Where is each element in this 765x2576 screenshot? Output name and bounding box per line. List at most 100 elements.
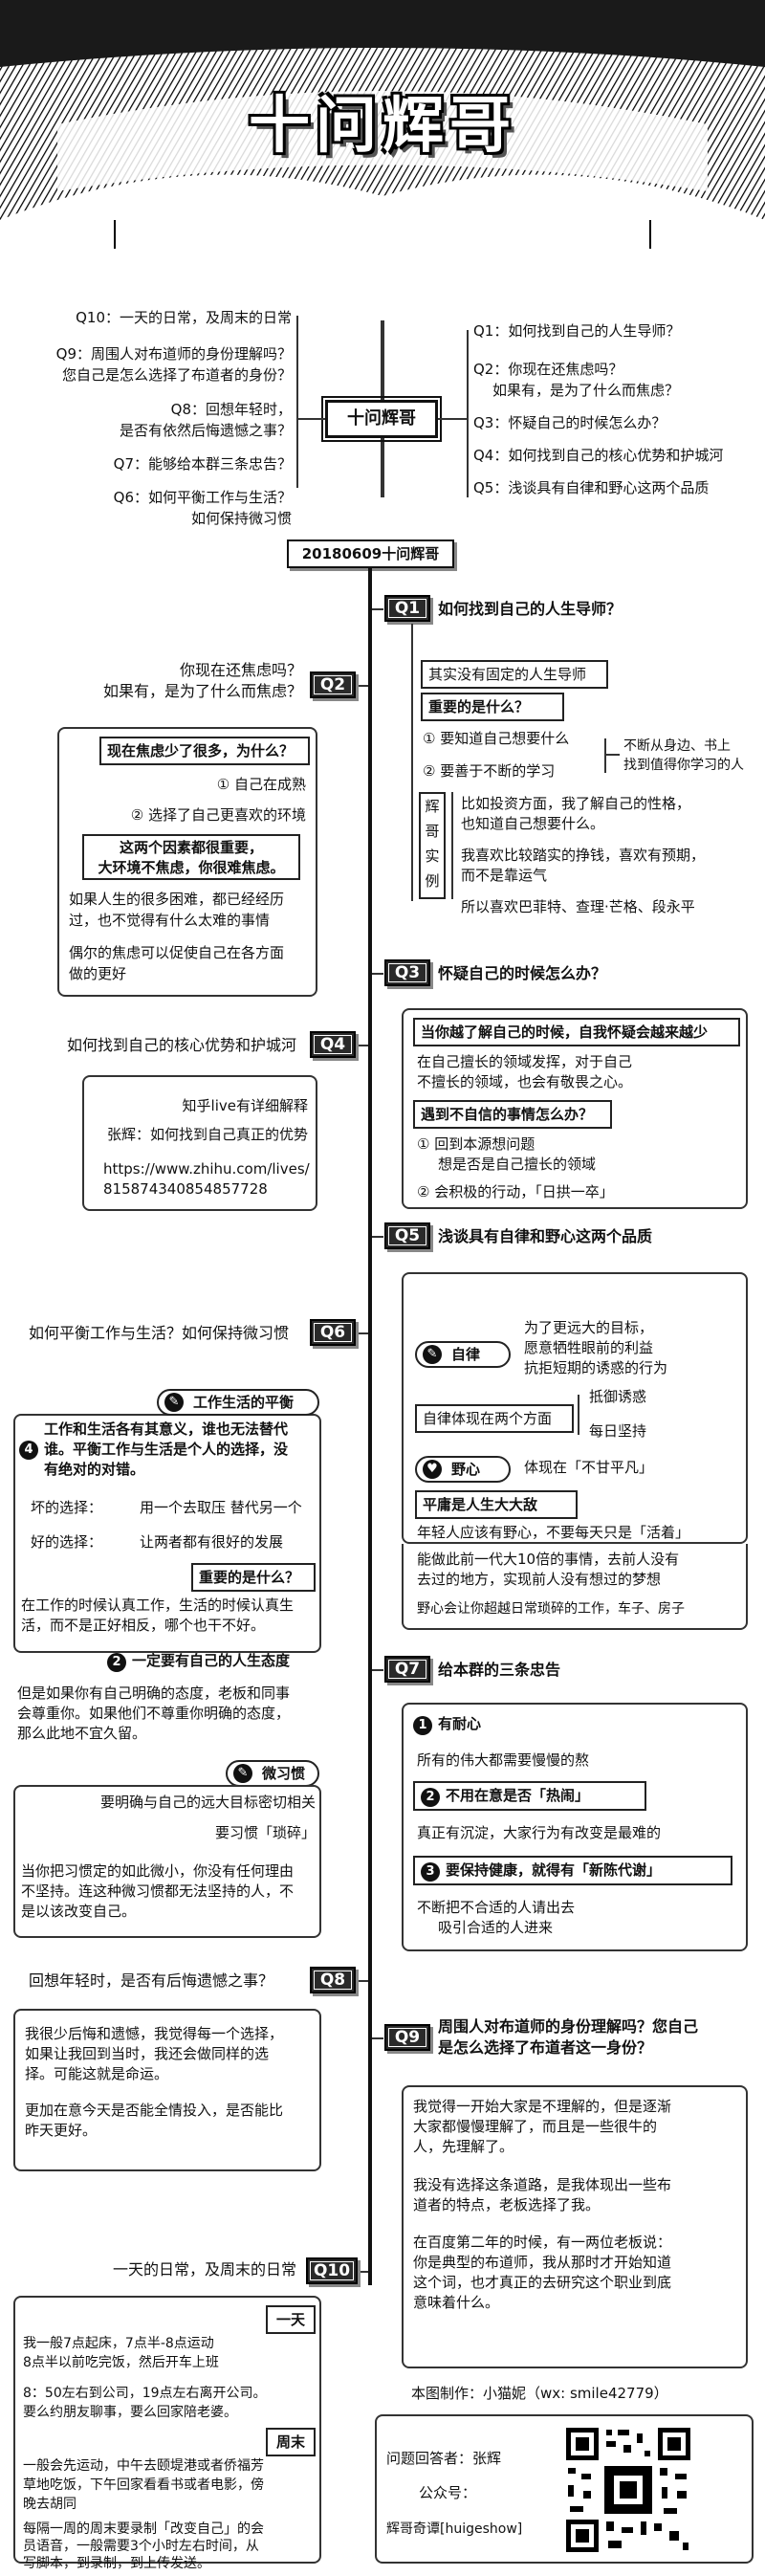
q5-item-1: 为了更远大的目标， — [524, 1319, 654, 1336]
q8-title: 回想年轻时，是否有后悔遗憾之事？ — [29, 1971, 274, 1990]
q8-item-4: 昨天更好。 — [25, 2122, 98, 2139]
q2-item-2: ② 选择了自己更喜欢的环境 — [130, 806, 306, 824]
q10-day-0: 我一般7点起床，7点半-8点运动 — [23, 2336, 214, 2351]
q6-item-20: 是以该改变自己。 — [21, 1903, 137, 1920]
q7-item-1: 所有的伟大都需要慢慢的熬 — [417, 1751, 590, 1769]
number-3-badge: 3 — [421, 1862, 440, 1882]
q10-weekend-3: 每隔一周的周末要录制「改变自己」的会 — [23, 2521, 264, 2537]
q5-item-11: 能做此前一代大10倍的事情，去前人没有 — [417, 1551, 680, 1568]
banner-illustration — [0, 0, 765, 249]
q10-day-3: 要么约朋友聊事，要么回家陪老婆。 — [23, 2405, 237, 2420]
overview-q10: Q10：一天的日常，及周末的日常 — [76, 309, 292, 326]
q6-item-14: 那么此地不宜久留。 — [17, 1725, 147, 1742]
heart-icon: ♥ — [423, 1460, 442, 1479]
q6-item-2: 谁。平衡工作与生活是个人的选择，没 — [44, 1441, 289, 1458]
date-tag: 20180609十问辉哥 — [287, 539, 454, 568]
number-1-badge: 1 — [413, 1716, 432, 1735]
q5-item-13: 野心会让你超越日常琐碎的工作，车子、房子 — [417, 1601, 685, 1617]
q4-tag: Q4 — [310, 1031, 356, 1058]
overview-q2-line1: Q2：你现在还焦虑吗？ — [473, 361, 623, 378]
q5-item-7: ♥野心 — [415, 1456, 511, 1483]
pencil-icon: ✎ — [164, 1393, 184, 1412]
q5-item-0: ✎自律 — [415, 1341, 511, 1368]
q1-item-2: ① 要知道自己想要什么 — [423, 730, 570, 747]
q1-example-label: 辉哥实例 — [419, 792, 446, 899]
q9-title-line1: 周围人对布道师的身份理解吗？您自己 — [438, 2017, 699, 2036]
q5-item-5: 抵御诱惑 — [589, 1388, 647, 1405]
q5-tag: Q5 — [384, 1222, 430, 1249]
pencil-icon: ✎ — [423, 1345, 442, 1364]
q4-title: 如何找到自己的核心优势和护城河 — [67, 1036, 297, 1054]
q2-card — [57, 727, 317, 997]
q10-day-label: 一天 — [266, 2305, 316, 2334]
page-title: 十问辉哥 — [249, 91, 516, 162]
overview-q8-line2: 是否有依然后悔遗憾之事？ — [119, 422, 292, 439]
q6-item-1: 工作和生活各有其意义，谁也无法替代 — [44, 1420, 289, 1438]
q8-item-3: 更加在意今天是否能全情投入，是否能比 — [25, 2102, 284, 2119]
q6-title: 如何平衡工作与生活？如何保持微习惯 — [29, 1324, 290, 1342]
credits-account[interactable]: 辉哥奇谭[huigeshow] — [386, 2521, 523, 2537]
q6-item-6: 好的选择： — [31, 1533, 103, 1551]
q10-weekend-5: 写脚本，到录制，到上传发送。 — [23, 2556, 210, 2571]
credits-author: 本图制作：小猫妮（wx: smile42779） — [411, 2385, 668, 2402]
q5-item-8: 体现在「不甘平凡」 — [524, 1459, 654, 1476]
q9-item-6: 你是典型的布道师，我从那时才开始知道 — [413, 2254, 672, 2271]
q10-day-2: 8：50左右到公司，19点左右离开公司。 — [23, 2386, 267, 2401]
qr-code-image — [562, 2424, 694, 2556]
overview-q8-line1: Q8：回想年轻时， — [170, 401, 292, 418]
overview-q9-line1: Q9：周围人对布道师的身份理解吗？ — [55, 345, 292, 363]
q1-item-4: 不断从身边、书上 — [623, 738, 731, 754]
q5-item-2: 愿意牺牲眼前的利益 — [524, 1339, 654, 1356]
q3-tag: Q3 — [384, 959, 430, 986]
overview-q6-line2: 如何保持微习惯 — [190, 510, 292, 527]
q2-item-7: 偶尔的焦虑可以促使自己在各方面 — [69, 944, 285, 961]
q2-title-line2: 如果有，是为了什么而焦虑？ — [102, 682, 302, 700]
q9-item-7: 这个词，也才真正的去研究这个职业到底 — [413, 2274, 672, 2291]
credits-answerer: 问题回答者：张辉 — [386, 2450, 502, 2467]
q1-item-10: 比如投资方面，我了解自己的性格， — [461, 795, 691, 812]
q2-title-line1: 你现在还焦虑吗？ — [179, 661, 302, 679]
q1-item-1: 重要的是什么？ — [421, 693, 564, 721]
q6-item-13: 会尊重你。如果他们不尊重你明确的态度， — [17, 1705, 291, 1722]
q2-item-1: ① 自己在成熟 — [216, 776, 306, 793]
q2-item-0: 现在焦虑少了很多，为什么？ — [99, 737, 310, 765]
overview-q3: Q3：怀疑自己的时候怎么办？ — [473, 414, 667, 431]
q8-tag: Q8 — [310, 1967, 356, 1993]
q5-card-extra — [402, 1544, 748, 1630]
q6-item-10: 活，而不是正好相反，哪个也干不好。 — [21, 1617, 266, 1634]
number-4-badge: 4 — [19, 1441, 38, 1460]
q9-item-8: 意味着什么。 — [413, 2294, 500, 2311]
q10-weekend-label: 周末 — [266, 2428, 316, 2456]
q2-tag: Q2 — [310, 672, 356, 698]
q4-item-2[interactable]: https://www.zhihu.com/lives/ — [103, 1160, 310, 1178]
q5-title: 浅谈具有自律和野心这两个品质 — [438, 1227, 653, 1245]
q9-item-2: 人，先理解了。 — [413, 2138, 514, 2155]
q1-item-14: 所以喜欢巴菲特、查理·芒格、段永平 — [461, 898, 695, 915]
overview-q5: Q5：浅谈具有自律和野心这两个品质 — [473, 479, 710, 496]
q5-item-9: 平庸是人生大大敌 — [415, 1490, 578, 1519]
overview-q4: Q4：如何找到自己的核心优势和护城河 — [473, 447, 724, 464]
q5-item-6: 每日坚持 — [589, 1422, 647, 1440]
qr-code[interactable] — [562, 2424, 694, 2556]
q9-item-0: 我觉得一开始大家是不理解的，但是逐渐 — [413, 2098, 672, 2115]
q6-card-1 — [13, 1414, 321, 1653]
q6-item-16: 要明确与自己的远大目标密切相关 — [99, 1794, 316, 1811]
q2-item-8: 做的更好 — [69, 965, 127, 982]
q10-title: 一天的日常，及周末的日常 — [112, 2260, 296, 2279]
pencil-icon: ✎ — [233, 1764, 252, 1783]
q10-day-1: 8点半以前吃完饭，然后开车上班 — [23, 2355, 219, 2370]
q5-item-3: 抗拒短期的诱惑的行为 — [524, 1359, 668, 1376]
q8-item-1: 如果让我回到当时，我还会做同样的选 — [25, 2045, 270, 2062]
q4-item-3[interactable]: 815874340854857728 — [103, 1180, 268, 1198]
q8-item-0: 我很少后悔和遗憾，我觉得每一个选择， — [25, 2025, 284, 2042]
q7-title: 给本群的三条忠告 — [438, 1661, 561, 1679]
q6-item-7: 让两者都有很好的发展 — [140, 1533, 284, 1551]
q6-item-18: 当你把习惯定的如此微小，你没有任何理由 — [21, 1862, 295, 1880]
q7-item-6: 吸引合适的人进来 — [438, 1919, 554, 1936]
q7-tag: Q7 — [384, 1656, 430, 1683]
q3-item-6: ② 会积极的行动，「日拱一卒」 — [417, 1183, 614, 1200]
